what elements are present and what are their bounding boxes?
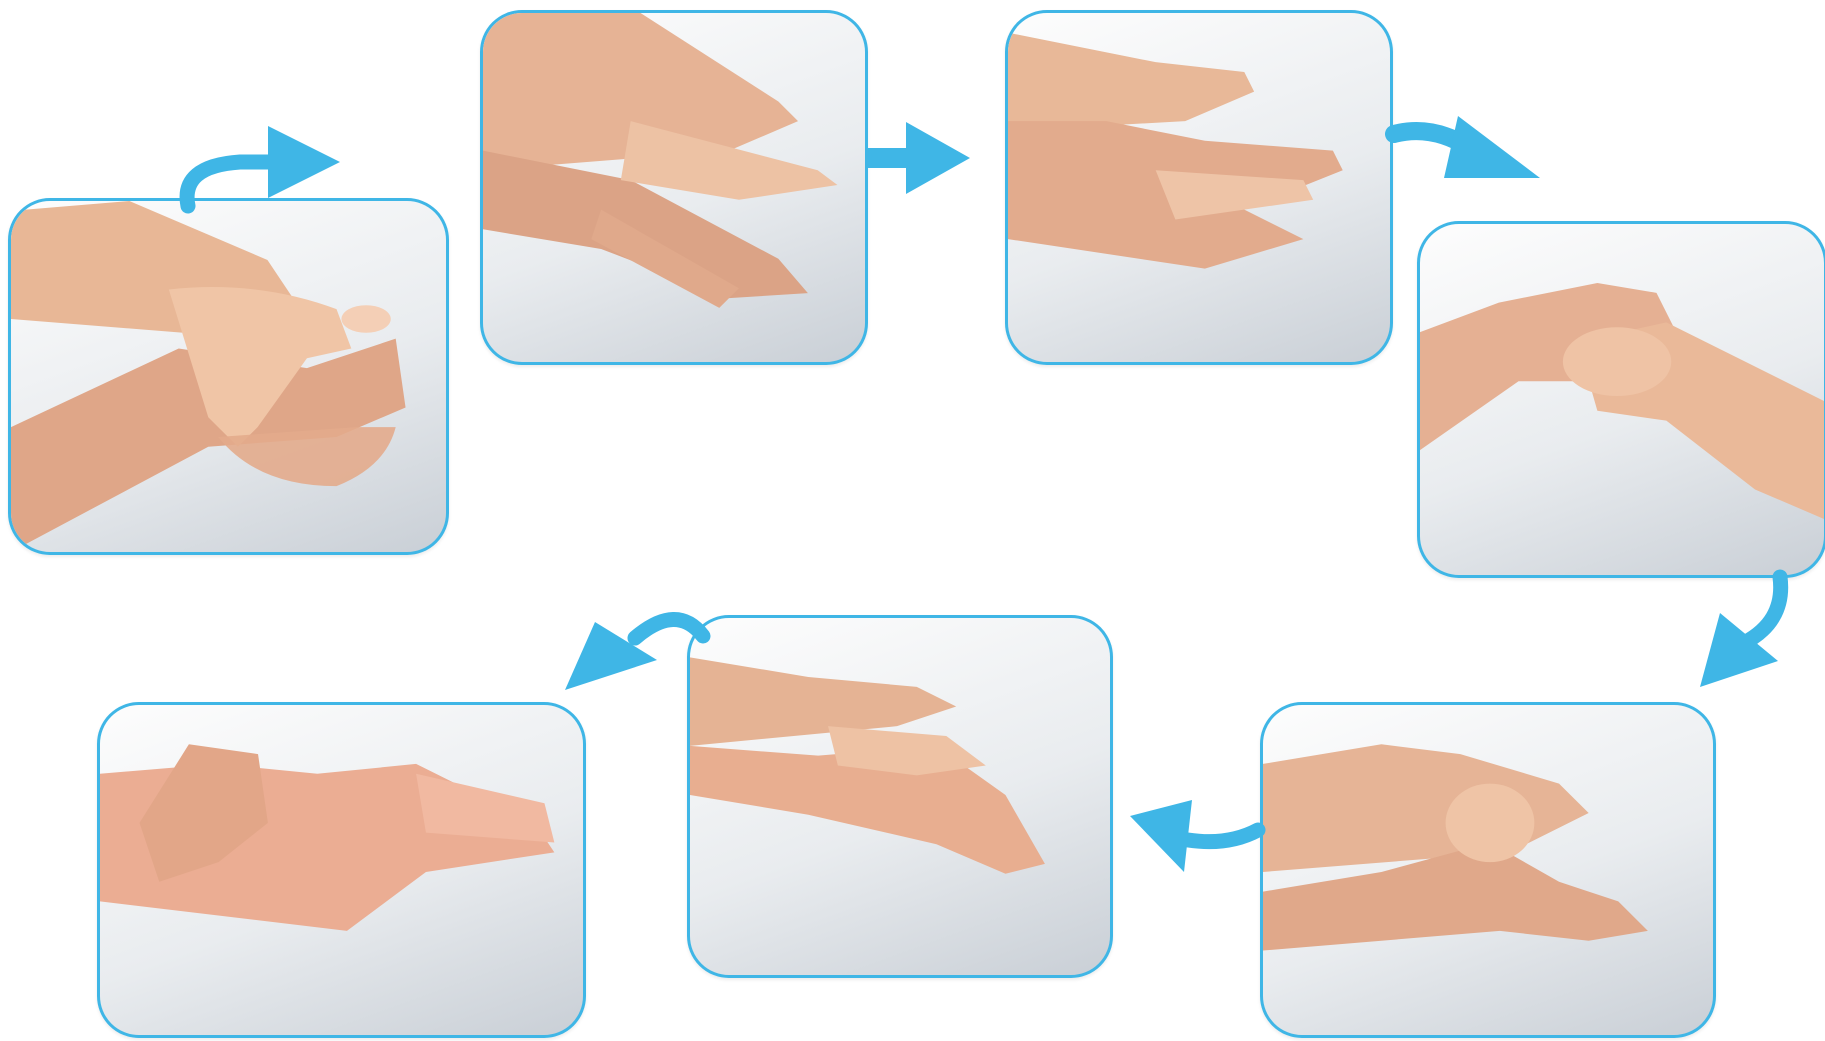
step-5-photo-thumb-rotation	[1260, 702, 1716, 1038]
hand-illustration	[690, 618, 1110, 975]
arrow-step-5-to-6	[1130, 800, 1260, 874]
step-4-photo-fists-interlocked	[1417, 221, 1825, 578]
arrow-step-6-to-7	[565, 600, 715, 692]
hand-illustration	[483, 13, 865, 362]
step-1-photo-hands-interlaced	[8, 198, 449, 555]
hand-illustration	[1263, 705, 1713, 1035]
hand-illustration	[100, 705, 583, 1035]
arrow-step-2-to-3	[866, 122, 974, 194]
hand-illustration	[1008, 13, 1390, 362]
arrow-step-4-to-5	[1700, 575, 1785, 690]
step-3-photo-palm-over-back-alternate	[1005, 10, 1393, 365]
hand-illustration	[11, 201, 446, 552]
arrow-step-1-to-2	[180, 118, 350, 210]
step-7-photo-wrist-rub	[97, 702, 586, 1038]
step-2-photo-palm-over-back	[480, 10, 868, 365]
hand-illustration	[1420, 224, 1824, 575]
step-6-photo-palm-over-palm	[687, 615, 1113, 978]
arrow-step-3-to-4	[1392, 110, 1542, 185]
